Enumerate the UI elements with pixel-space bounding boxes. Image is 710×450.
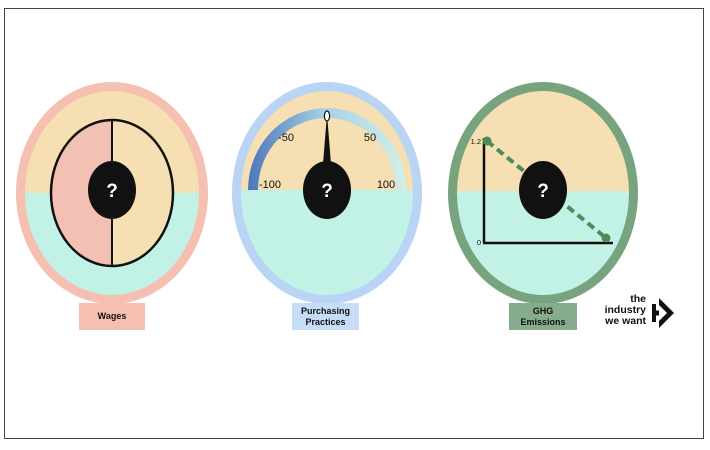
ghg-y-tick-zero: 0 xyxy=(477,238,481,247)
ghg-trend-end-point xyxy=(601,233,611,243)
logo-line-we-want: we want xyxy=(605,315,646,327)
wages-label: Wages xyxy=(97,311,127,321)
ghg-center-badge xyxy=(519,161,567,219)
logo-text: the industry we want xyxy=(605,294,646,327)
purchasing-center-badge xyxy=(303,161,351,219)
wages-question-mark: ? xyxy=(106,181,118,202)
ghg-label-line-2: Emissions xyxy=(520,316,566,327)
wages-gauge: ? xyxy=(16,82,208,304)
wages-center-badge xyxy=(88,161,136,219)
purchasing-scale-label-minus-100: -100 xyxy=(259,179,281,191)
wages-pie-left xyxy=(51,120,112,266)
industry-we-want-logo: the industry we want xyxy=(596,292,682,336)
purchasing-needle xyxy=(323,110,331,164)
ghg-trend-start-point xyxy=(482,136,492,146)
purchasing-label-line-1: Purchasing xyxy=(300,305,350,316)
ghg-y-tick-top: 1.2 xyxy=(471,137,481,146)
ghg-label-box: GHG Emissions xyxy=(509,303,577,330)
ghg-label: GHG Emissions xyxy=(520,306,565,328)
purchasing-question-mark: ? xyxy=(321,181,333,202)
ghg-label-line-1: GHG xyxy=(532,305,554,316)
logo-line-the: the xyxy=(630,293,646,305)
chevron-arrow-icon xyxy=(652,298,674,328)
purchasing-scale-label-minus-50: -50 xyxy=(278,132,294,144)
logo-line-industry: industry xyxy=(604,304,646,316)
purchasing-label-box: Purchasing Practices xyxy=(292,303,359,330)
purchasing-label: Purchasing Practices xyxy=(301,306,350,328)
purchasing-scale-label-100: 100 xyxy=(377,179,395,191)
purchasing-scale-arc xyxy=(248,108,406,190)
wages-pie-right xyxy=(112,120,173,266)
purchasing-label-line-2: Practices xyxy=(305,316,346,327)
purchasing-scale-label-50: 50 xyxy=(364,132,376,144)
purchasing-gauge: -100 -50 50 100 ? xyxy=(232,82,422,304)
ghg-gauge: 1.2 0 ? xyxy=(448,82,638,304)
wages-label-box: Wages xyxy=(79,303,145,330)
ghg-question-mark: ? xyxy=(537,181,549,202)
